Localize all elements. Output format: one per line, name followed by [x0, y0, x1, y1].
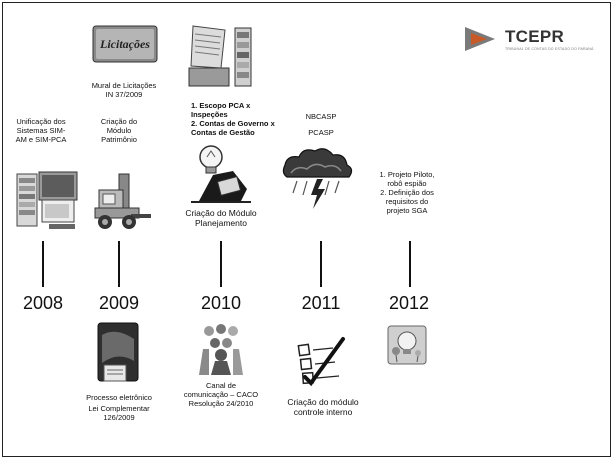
- computer-icon: [16, 171, 78, 229]
- line: 2. Contas de Governo x: [191, 119, 275, 128]
- year-2008: 2008: [22, 293, 64, 313]
- line: Unificação dos: [16, 117, 66, 126]
- licitacoes-logo-text: Licitações: [99, 37, 150, 51]
- tcepr-logo: TCEPR TRIBUNAL DE CONTAS DO ESTADO DO PA…: [463, 23, 594, 57]
- lightbulb-balloon-icon: [387, 325, 427, 365]
- line: AM e SIM-PCA: [15, 135, 67, 144]
- logo-triangle-icon: [465, 27, 495, 51]
- line: IN 37/2009: [105, 90, 143, 99]
- line: Inspeções: [191, 110, 228, 119]
- timeline-marker-2012: [409, 241, 411, 287]
- timeline-marker-2010: [220, 241, 222, 287]
- lightbulb-planner-icon: [191, 145, 251, 203]
- people-communication-icon: [199, 324, 243, 375]
- line: robô espião: [387, 179, 427, 188]
- line: Patrimônio: [101, 135, 137, 144]
- line: Processo eletrônico: [86, 393, 152, 402]
- line: 2. Definição dos: [380, 188, 434, 197]
- text-2012-top: 1. Projeto Piloto, robô espião 2. Defini…: [369, 170, 445, 215]
- line: Criação do módulo: [287, 397, 359, 407]
- electronic-process-icon: [97, 322, 139, 382]
- logo-subtitle: TRIBUNAL DE CONTAS DO ESTADO DO PARANÁ: [505, 47, 594, 51]
- year-2011: 2011: [301, 293, 341, 313]
- line: Contas de Gestão: [191, 128, 255, 137]
- text-2008-top: Unificação dos Sistemas SIM- AM e SIM-PC…: [9, 117, 73, 144]
- document-stack-icon: [188, 25, 252, 87]
- text-2009-top: Criação do Módulo Patrimônio: [89, 117, 149, 144]
- line: PCASP: [308, 128, 334, 137]
- line: Criação do: [100, 117, 138, 126]
- year-2012: 2012: [388, 293, 430, 313]
- text-2009-above: Mural de Licitações IN 37/2009: [81, 81, 167, 99]
- line: requisitos do: [385, 197, 429, 206]
- line: Mural de Licitações: [91, 81, 157, 90]
- text-2010-bold: 1. Escopo PCA x Inspeções 2. Contas de G…: [191, 101, 291, 137]
- line: NBCASP: [305, 112, 337, 121]
- logo-text: TCEPR: [505, 27, 565, 46]
- line: Resolução 24/2010: [188, 399, 254, 408]
- timeline-marker-2008: [42, 241, 44, 287]
- line: 1. Escopo PCA x: [191, 101, 251, 110]
- line: Planejamento: [195, 218, 247, 228]
- year-2009: 2009: [98, 293, 140, 313]
- timeline-marker-2009: [118, 241, 120, 287]
- text-2011-bottom: Criação do módulo controle interno: [281, 397, 365, 417]
- line: 1. Projeto Piloto,: [379, 170, 435, 179]
- timeline-marker-2011: [320, 241, 322, 287]
- line: controle interno: [293, 407, 353, 417]
- line: Sistemas SIM-: [16, 126, 66, 135]
- text-2010-bottom: Canal de comunicação – CACO Resolução 24…: [181, 381, 261, 408]
- line: Módulo: [106, 126, 132, 135]
- text-2010-top: Criação do Módulo Planejamento: [173, 208, 269, 228]
- text-2009-bottom: Processo eletrônico Lei Complementar 126…: [79, 393, 159, 422]
- line: Lei Complementar: [88, 404, 150, 413]
- line: projeto SGA: [386, 206, 428, 215]
- line: Criação do Módulo: [185, 208, 257, 218]
- line: Canal de: [205, 381, 237, 390]
- text-2011-top: NBCASP PCASP: [291, 112, 351, 137]
- licitacoes-logo-icon: Licitações: [92, 25, 158, 63]
- storm-cloud-icon: [282, 148, 353, 209]
- forklift-icon: [94, 173, 151, 229]
- line: comunicação – CACO: [183, 390, 259, 399]
- checklist-icon: [297, 337, 345, 387]
- line: 126/2009: [103, 413, 135, 422]
- year-2010: 2010: [200, 293, 242, 313]
